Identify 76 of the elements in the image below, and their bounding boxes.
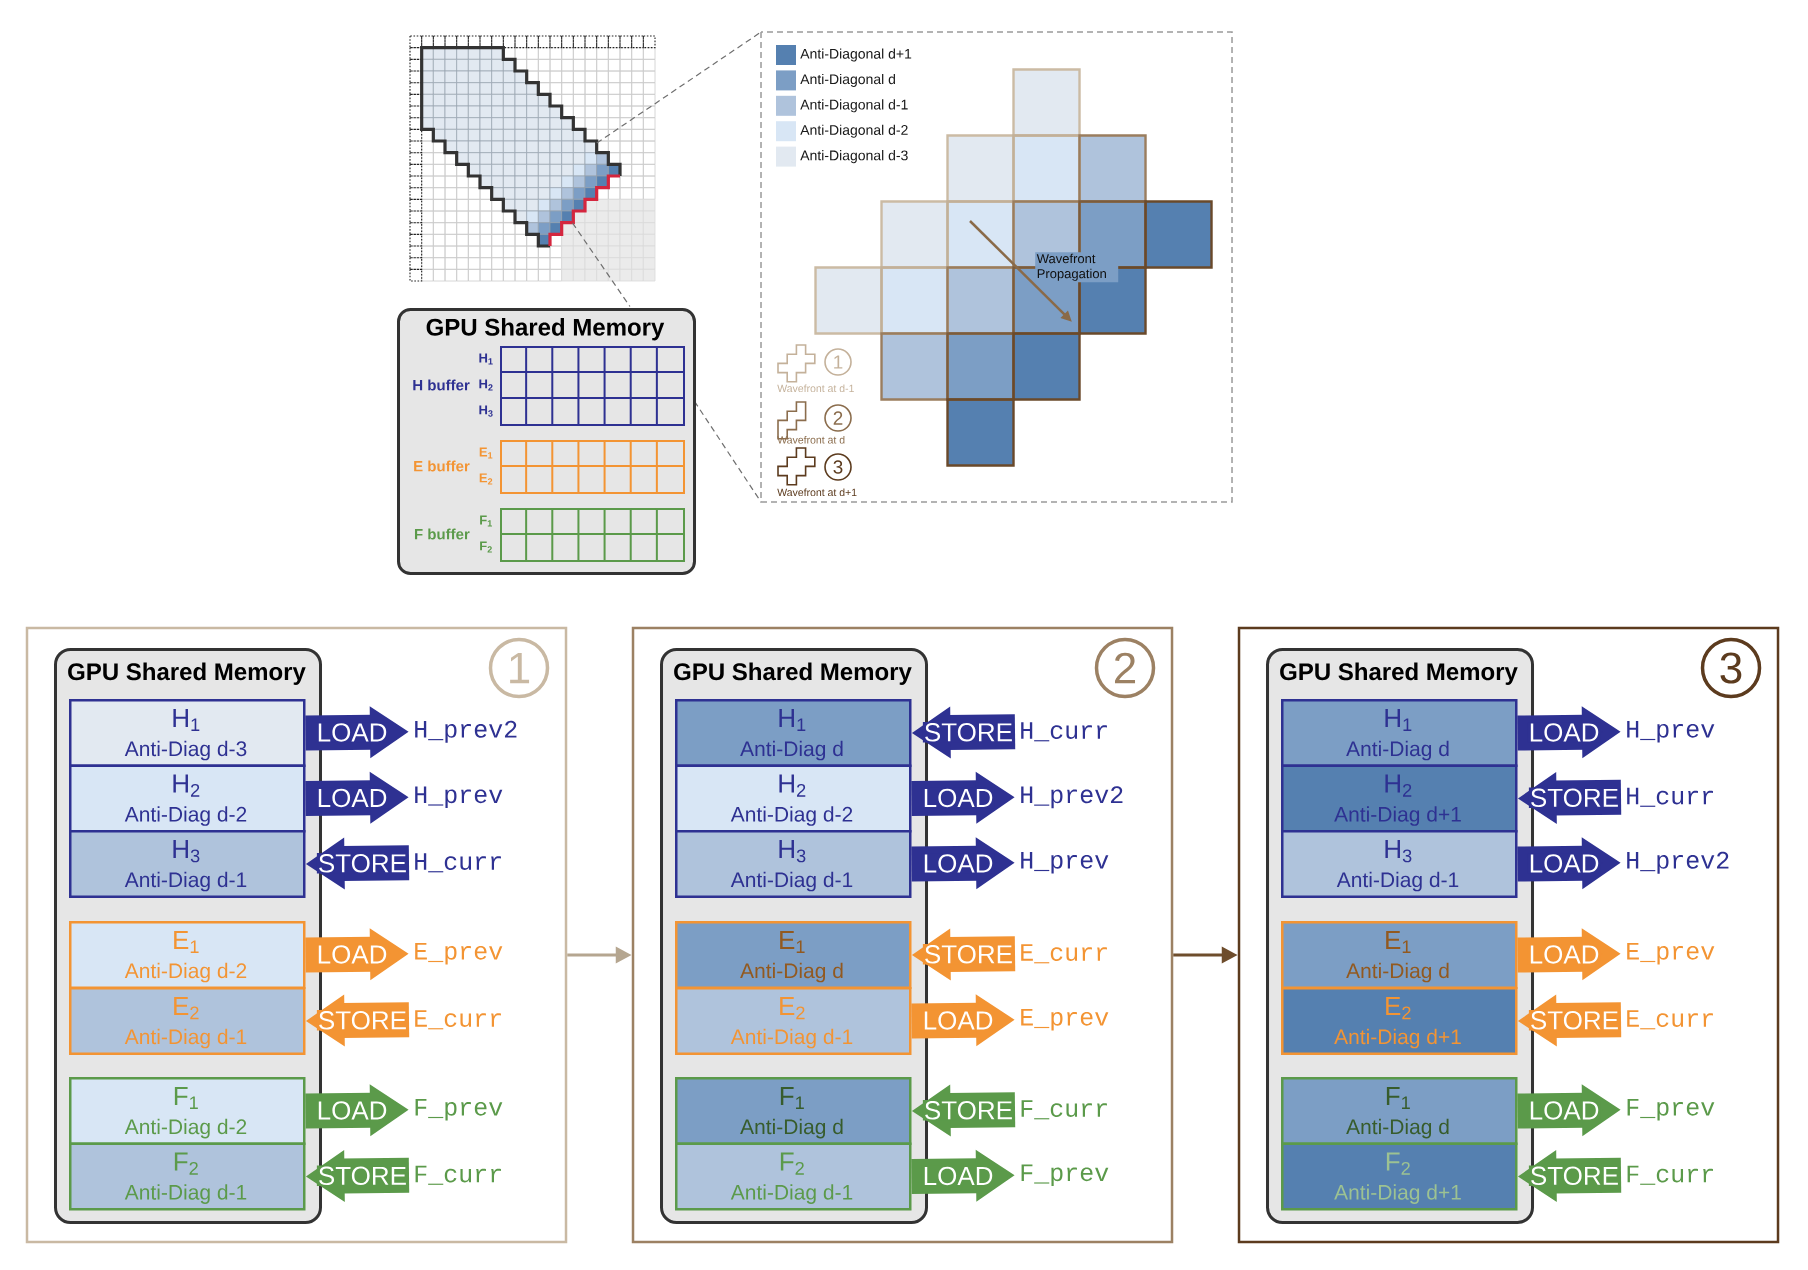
buffer-label: H buffer <box>413 379 470 391</box>
variable-name: H_curr <box>415 853 501 873</box>
memory-slot: E$_{1}$ Anti-Diag d-2 <box>69 921 306 989</box>
legend-text: Wavefront at d <box>777 435 845 444</box>
memory-slot: E$_{1}$ Anti-Diag d <box>675 921 912 989</box>
memory-slot: F$_{2}$ Anti-Diag d-1 <box>675 1142 912 1211</box>
variable-name: F_prev <box>1021 1164 1109 1187</box>
circled-number: 2 <box>824 404 852 432</box>
variable-name: H_prev2 <box>1627 851 1729 874</box>
memory-slot: E$_{1}$ Anti-Diag d <box>1281 921 1518 989</box>
variable-name: E_curr <box>1021 944 1107 964</box>
circled-number: 1 <box>488 637 550 699</box>
variable-name: E_prev <box>415 942 503 965</box>
variable-name: E_prev <box>1021 1008 1109 1031</box>
variable-name: H_prev2 <box>415 720 517 743</box>
memory-slot: H$_{2}$ Anti-Diag d+1 <box>1281 764 1518 833</box>
row-label: H$_{3}$ <box>479 405 493 417</box>
variable-name: F_curr <box>1627 1165 1713 1185</box>
memory-slot: F$_{2}$ Anti-Diag d-1 <box>69 1142 306 1211</box>
legend-text: Anti-Diagonal d-3 <box>800 150 908 164</box>
variable-name: E_prev <box>1627 942 1715 965</box>
memory-slot: H$_{1}$ Anti-Diag d-3 <box>69 699 306 767</box>
memory-slot: F$_{1}$ Anti-Diag d <box>675 1077 912 1145</box>
variable-name: H_prev <box>1021 851 1109 874</box>
legend-text: Anti-Diagonal d-1 <box>800 99 908 113</box>
edge-label: STORE <box>1528 1010 1620 1031</box>
step-panel <box>631 626 1174 1244</box>
circled-number: 3 <box>824 453 852 481</box>
memory-slot: E$_{2}$ Anti-Diag d-1 <box>675 987 912 1055</box>
variable-name: E_curr <box>415 1010 501 1030</box>
edge-label: STORE <box>922 1100 1014 1121</box>
legend-text: Anti-Diagonal d-2 <box>800 124 908 138</box>
variable-name: F_prev <box>1627 1098 1715 1121</box>
row-label: H$_{2}$ <box>479 379 493 391</box>
variable-name: E_curr <box>1627 1010 1713 1030</box>
legend-text: Wavefront at d+1 <box>777 488 857 497</box>
edge-label: STORE <box>316 853 408 874</box>
row-label: H$_{1}$ <box>479 353 493 365</box>
circled-number: 1 <box>824 348 852 376</box>
memory-slot: H$_{3}$ Anti-Diag d-1 <box>69 830 306 898</box>
buffer-label: E buffer <box>414 460 470 472</box>
variable-name: H_prev <box>1627 720 1715 743</box>
row-label: F$_{1}$ <box>480 515 492 527</box>
step-panel <box>25 626 568 1244</box>
memory-slot: E$_{2}$ Anti-Diag d+1 <box>1281 987 1518 1055</box>
memory-slot: H$_{1}$ Anti-Diag d <box>1281 699 1518 767</box>
step-panel <box>1237 626 1780 1244</box>
annotation-label: Wavefront Propagation <box>1035 252 1119 283</box>
row-label: F$_{2}$ <box>480 541 492 553</box>
memory-slot: H$_{3}$ Anti-Diag d-1 <box>675 830 912 898</box>
row-label: E$_{2}$ <box>479 473 493 485</box>
legend-text: Anti-Diagonal d <box>800 73 895 87</box>
edge-label: STORE <box>922 944 1014 965</box>
memory-slot: F$_{1}$ Anti-Diag d <box>1281 1077 1518 1145</box>
edge-label: STORE <box>922 722 1014 743</box>
buffer-label: F buffer <box>415 528 470 540</box>
variable-name: F_prev <box>415 1098 503 1121</box>
memory-slot: F$_{2}$ Anti-Diag d+1 <box>1281 1142 1518 1211</box>
variable-name: H_prev2 <box>1021 786 1123 809</box>
memory-slot: H$_{2}$ Anti-Diag d-2 <box>69 764 306 833</box>
memory-slot: E$_{2}$ Anti-Diag d-1 <box>69 987 306 1055</box>
memory-slot: H$_{3}$ Anti-Diag d-1 <box>1281 830 1518 898</box>
legend-text: Wavefront at d-1 <box>777 384 854 393</box>
circled-number: 2 <box>1094 637 1156 699</box>
memory-slot: H$_{2}$ Anti-Diag d-2 <box>675 764 912 833</box>
circled-number: 3 <box>1700 637 1762 699</box>
variable-name: F_curr <box>1021 1100 1107 1120</box>
memory-slot: H$_{1}$ Anti-Diag d <box>675 699 912 767</box>
variable-name: F_curr <box>415 1165 501 1185</box>
variable-name: H_prev <box>415 786 503 809</box>
row-label: E$_{1}$ <box>479 447 493 459</box>
variable-name: H_curr <box>1021 722 1107 742</box>
edge-label: STORE <box>316 1010 408 1031</box>
memory-slot: F$_{1}$ Anti-Diag d-2 <box>69 1077 306 1145</box>
legend-text: Anti-Diagonal d+1 <box>800 48 912 62</box>
variable-name: H_curr <box>1627 787 1713 807</box>
